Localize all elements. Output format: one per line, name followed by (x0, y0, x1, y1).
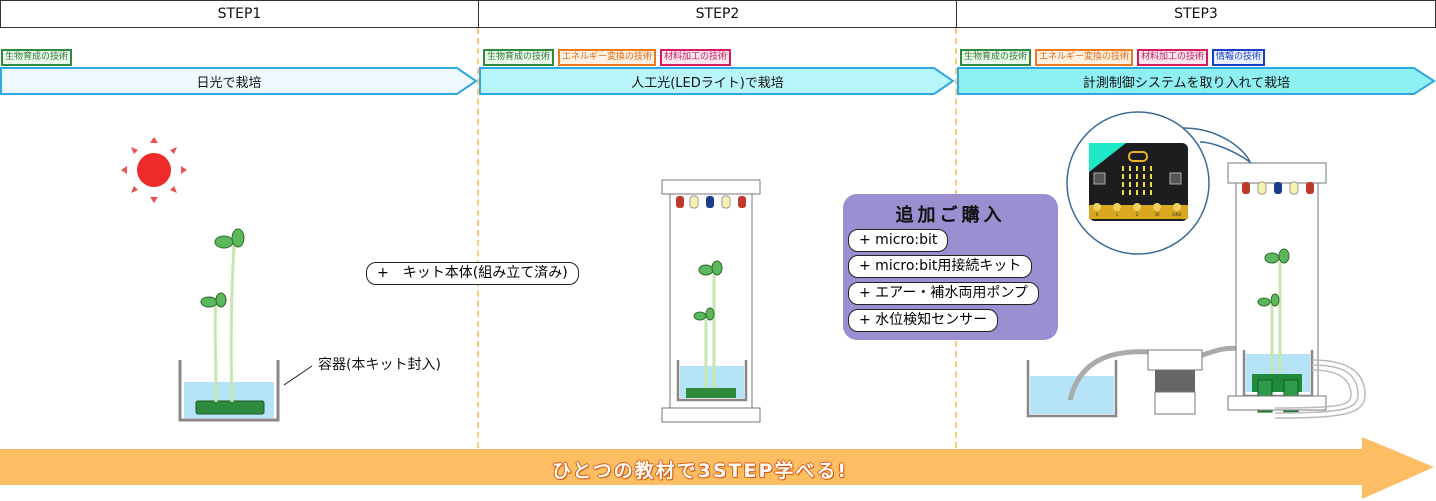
footer-text: ひとつの教材で3STEP学べる! (551, 460, 849, 482)
step1-header: STEP1 (0, 0, 479, 28)
purchase-item: + micro:bit用接続キット (848, 255, 1033, 278)
pin-label: 1 (1116, 212, 1119, 217)
tag-material: 材料加工の技術 (660, 49, 732, 66)
step2-banner-text: 人工光(LEDライト)で栽培 (631, 75, 784, 91)
step3-banner-text: 計測制御システムを取り入れて栽培 (1082, 75, 1291, 91)
tag-material: 材料加工の技術 (1137, 49, 1209, 66)
step2-tower (661, 179, 761, 423)
tag-bio: 生物育成の技術 (960, 49, 1032, 66)
step3-header: STEP3 (956, 0, 1436, 28)
tag-energy: エネルギー変換の技術 (558, 49, 657, 66)
microbit-icon: 0 1 2 3V GND (1089, 143, 1188, 221)
pin-label: GND (1172, 212, 1181, 217)
tag-bio: 生物育成の技術 (483, 49, 555, 66)
purchase-item: + エアー・補水両用ポンプ (848, 282, 1039, 305)
tag-bio: 生物育成の技術 (1, 49, 73, 66)
step2-banner: 人工光(LEDライト)で栽培 (479, 67, 956, 95)
step1-tags: 生物育成の技術 (1, 49, 73, 66)
tag-energy: エネルギー変換の技術 (1035, 49, 1134, 66)
pin-label: 0 (1096, 212, 1099, 217)
step1-banner-text: 日光で栽培 (196, 75, 262, 91)
additional-purchase-box: 追加ご購入 + micro:bit + micro:bit用接続キット + エア… (843, 194, 1058, 340)
purchase-item: + 水位検知センサー (848, 309, 999, 332)
sun-icon (121, 137, 187, 203)
step3-system: 0 1 2 3V GND (1026, 111, 1366, 419)
tag-info: 情報の技術 (1212, 49, 1266, 66)
led-strip (676, 195, 746, 209)
footer-arrow (0, 437, 1434, 499)
step2-header: STEP2 (478, 0, 957, 28)
step3-banner: 計測制御システムを取り入れて栽培 (957, 67, 1436, 95)
step-divider (477, 28, 479, 448)
pin-label: 2 (1136, 212, 1139, 217)
kit-pill: + キット本体(組み立て済み) (366, 262, 579, 285)
step1-container (178, 228, 313, 422)
purchase-item: + micro:bit (848, 229, 949, 252)
step1-banner: 日光で栽培 (0, 67, 478, 95)
purchase-title: 追加ご購入 (895, 205, 1006, 226)
step2-tags: 生物育成の技術 エネルギー変換の技術 材料加工の技術 (483, 49, 732, 66)
pin-label: 3V (1154, 212, 1160, 217)
step3-tags: 生物育成の技術 エネルギー変換の技術 材料加工の技術 情報の技術 (960, 49, 1266, 66)
container-label: 容器(本キット封入) (318, 357, 441, 373)
